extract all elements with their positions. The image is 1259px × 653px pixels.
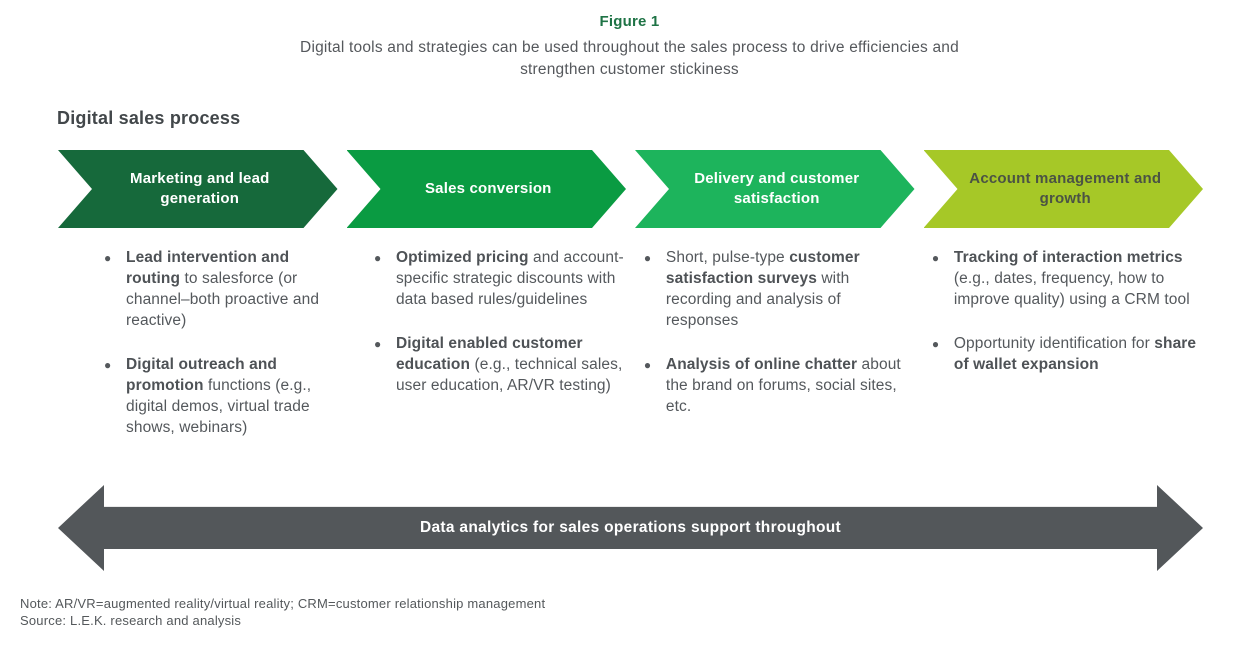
bullet-dot-icon: ●	[931, 250, 940, 265]
bullet-dot-icon: ●	[373, 337, 382, 352]
bullet-column-4: ● Tracking of interaction metrics (e.g., …	[916, 247, 1219, 479]
figure-title-line-1: Digital tools and strategies can be used…	[300, 39, 959, 56]
bullet-text-bold-segment: Tracking of interaction metrics	[953, 248, 1183, 266]
bullet-text: Optimized pricing and account-specific s…	[396, 247, 624, 310]
bullet-text: Tracking of interaction metrics (e.g., d…	[954, 247, 1213, 310]
note-line: Note: AR/VR=augmented reality/virtual re…	[20, 595, 546, 611]
bullet-dot-icon: ●	[643, 250, 652, 265]
bullet-text: Short, pulse-type customer satisfaction …	[666, 247, 910, 331]
bullet-text-segment: (e.g., dates, frequency, how to improve …	[953, 270, 1190, 309]
bullet-text-bold-segment: Optimized pricing	[395, 248, 529, 266]
figure-title-line-2: strengthen customer stickiness	[520, 61, 739, 79]
source-line: Source: L.E.K. research and analysis	[20, 613, 242, 629]
bullet-text-bold-segment: Analysis of online chatter	[665, 356, 858, 374]
bullet-text-segment: about the brand on forums, social sites,…	[665, 356, 901, 416]
bullet-item: ● Lead intervention and routing to salesf…	[104, 247, 338, 331]
bullet-text: Digital enabled customer education (e.g.…	[396, 333, 624, 396]
bullet-column-3: ● Short, pulse-type customer satisfaction…	[630, 247, 916, 479]
stage-arrow-1: Marketing and lead generation	[58, 150, 338, 228]
bullet-item: ● Digital outreach and promotion function…	[104, 354, 338, 438]
bullet-text-bold-segment: share of wallet expansion	[953, 335, 1197, 374]
bullet-columns: ● Lead intervention and routing to salesf…	[58, 247, 1219, 479]
bullet-text-segment: Short, pulse-type	[665, 248, 790, 266]
bullet-text-segment: Opportunity identification for	[953, 335, 1155, 353]
data-analytics-arrow: Data analytics for sales operations supp…	[58, 485, 1203, 571]
bullet-item: ● Opportunity identification for share of…	[932, 333, 1213, 375]
bullet-item: ● Tracking of interaction metrics (e.g., …	[932, 247, 1213, 310]
bullet-item: ● Analysis of online chatter about the br…	[644, 354, 910, 417]
bullet-dot-icon: ●	[104, 358, 112, 373]
bullet-item: ● Digital enabled customer education (e.g…	[374, 333, 624, 396]
bullet-text-segment: and account-specific strategic discounts…	[395, 248, 624, 309]
footer-notes: Note: AR/VR=augmented reality/virtual re…	[20, 595, 1259, 630]
bullet-text-bold-segment: Digital enabled customer education	[395, 335, 583, 374]
bullet-column-2: ● Optimized pricing and account-specific …	[344, 247, 630, 479]
bullet-dot-icon: ●	[373, 250, 382, 265]
bullet-dot-icon: ●	[643, 358, 652, 373]
stage-arrow-4: Account management and growth	[924, 150, 1204, 228]
stage-arrow-2: Sales conversion	[347, 150, 627, 228]
figure-title: Digital tools and strategies can be used…	[0, 37, 1259, 82]
bullet-dot-icon: ●	[104, 250, 112, 265]
bullet-text-segment: functions (e.g., digital demos, virtual …	[126, 377, 312, 437]
stage-arrow-3: Delivery and customer satisfaction	[635, 150, 915, 228]
bullet-text-segment: with recording and analysis of responses	[665, 270, 850, 330]
bullet-text-segment: to salesforce (or channel–both proactive…	[126, 270, 320, 330]
figure-label: Figure 1	[599, 13, 660, 30]
bullet-item: ● Short, pulse-type customer satisfaction…	[644, 247, 910, 331]
bullet-text: Lead intervention and routing to salesfo…	[126, 247, 338, 331]
bullet-text-segment: (e.g., technical sales, user education, …	[395, 356, 623, 395]
bullet-text: Digital outreach and promotion functions…	[126, 354, 338, 438]
section-heading: Digital sales process	[57, 107, 241, 128]
bullet-item: ● Optimized pricing and account-specific …	[374, 247, 624, 310]
bullet-text-bold-segment: Lead intervention and routing	[126, 248, 290, 288]
bullet-text-bold-segment: customer satisfaction surveys	[665, 248, 860, 288]
bullet-text: Analysis of online chatter about the bra…	[666, 354, 910, 417]
bullet-text-bold-segment: Digital outreach and promotion	[126, 356, 277, 395]
bullet-dot-icon: ●	[931, 337, 940, 352]
data-analytics-arrow-label: Data analytics for sales operations supp…	[420, 518, 841, 536]
bullet-column-1: ● Lead intervention and routing to salesf…	[58, 247, 344, 479]
figure-header: Figure 1 Digital tools and strategies ca…	[0, 0, 1259, 82]
bullet-text: Opportunity identification for share of …	[954, 333, 1213, 375]
